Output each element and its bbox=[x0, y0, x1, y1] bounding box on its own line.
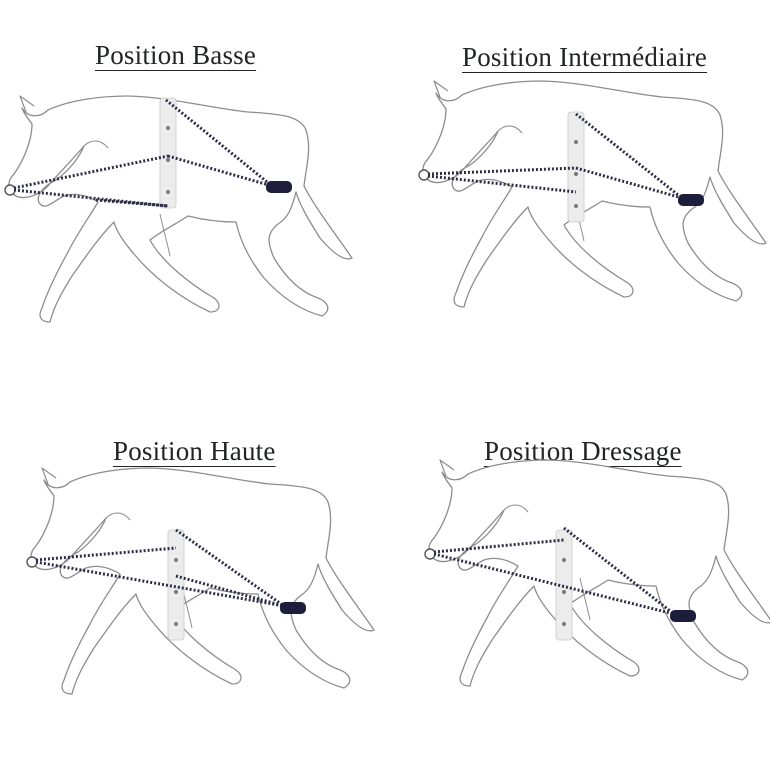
horse-outline-icon bbox=[4, 95, 353, 323]
tail-buckle-icon bbox=[280, 602, 306, 614]
rope-line bbox=[427, 112, 683, 200]
title-position-basse: Position Basse bbox=[95, 40, 257, 70]
rope-line bbox=[35, 528, 285, 608]
horse-dressage bbox=[424, 459, 770, 687]
saddle-pad bbox=[567, 111, 585, 223]
tail-buckle-icon bbox=[670, 610, 696, 622]
title-position-intermediaire: Position Intermédiaire bbox=[462, 42, 708, 72]
horse-intermediaire bbox=[418, 80, 767, 308]
tail-buckle-icon bbox=[266, 181, 292, 193]
saddle-pad bbox=[159, 97, 177, 209]
horse-basse bbox=[4, 95, 353, 323]
horse-outline-icon bbox=[26, 467, 375, 695]
horse-outline-icon bbox=[418, 80, 767, 308]
rope-line bbox=[13, 98, 273, 208]
horse-haute bbox=[26, 467, 375, 695]
tail-buckle-icon bbox=[678, 194, 704, 206]
rope-line bbox=[433, 526, 675, 616]
horse-outline-icon bbox=[424, 459, 770, 687]
title-position-haute: Position Haute bbox=[113, 436, 276, 466]
